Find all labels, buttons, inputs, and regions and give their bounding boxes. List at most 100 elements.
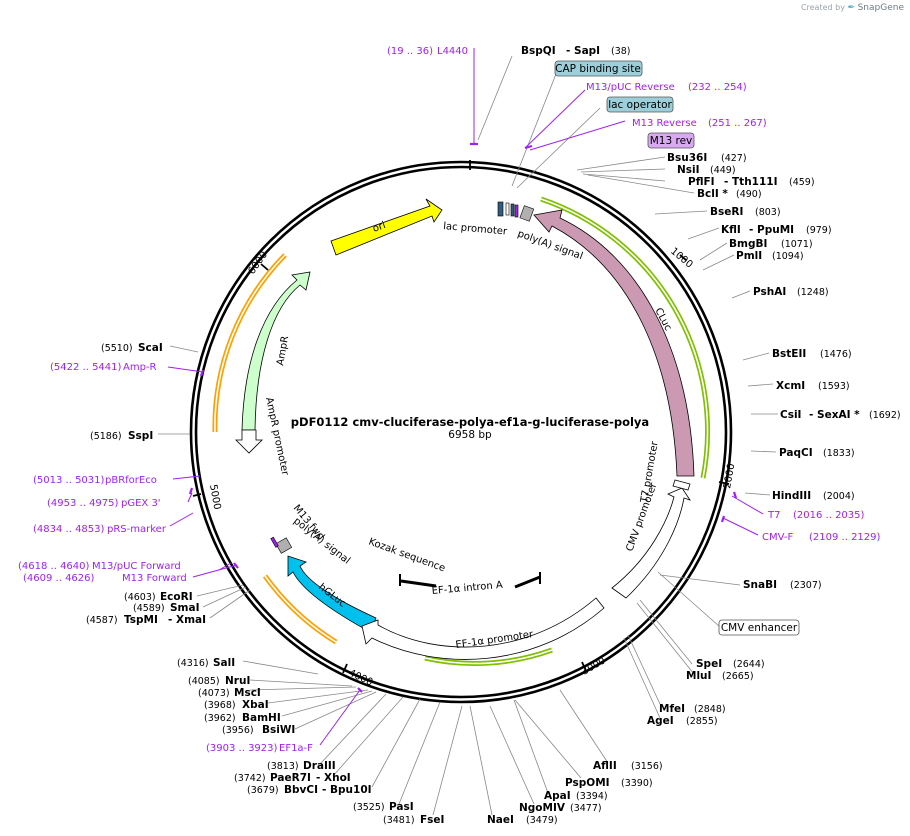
enzyme-bbvci: BbvCI [284,784,318,796]
ampr-label: AmpR [275,335,291,366]
enzyme-aflii: AflII [593,760,617,772]
plasmid-backbone [189,160,733,704]
enzyme-bsiwi: BsiWI [262,724,295,736]
enzyme-pos-naei: (3479) [526,815,558,826]
primer-labels: (19 .. 36) L4440 M13/pUC Reverse (232 ..… [18,46,881,754]
primer-name-m13puc-forward: M13/pUC Forward [92,561,181,572]
enzyme-pos-bspqi: (38) [611,46,631,57]
enzyme-labels: BspQI - SapI (38) Bsu36I (427) NsiI (449… [86,45,901,826]
enzyme-nsii: NsiI [677,164,700,176]
primer-markers [188,142,738,693]
enzyme-pos-aflii: (3156) [631,761,663,772]
enzyme-pos-paer7i: (3742) [234,773,266,784]
enzyme-xcmi: XcmI [776,380,805,392]
cmv-promoter-arrow [611,487,691,599]
primer-range-t7: (2016 .. 2035) [793,510,865,521]
enzyme-bsu36i: Bsu36I [667,152,707,164]
created-by-text: Created by [800,3,845,12]
primer-name-m13-reverse: M13 Reverse [632,118,697,129]
enzyme-tspmi: TspMI [124,614,158,626]
enzyme-bsteii: BstEII [772,348,806,360]
enzyme-msci: MscI [234,687,261,699]
feature-arrows [235,198,695,660]
primer-name-t7: T7 [767,510,780,521]
enzyme-pos-bseri: (803) [755,207,781,218]
enzyme-pos-draiii: (3813) [267,761,299,772]
ori-label: ori [371,220,387,235]
enzyme-bseri: BseRI [710,206,743,218]
enzyme-pos-smai: (4589) [133,603,165,614]
primer-range-prs-marker: (4834 .. 4853) [33,524,105,535]
enzyme-pos-sspi: (5186) [90,431,122,442]
enzyme-pmli: PmlI [736,250,762,262]
enzyme-pos-sali: (4316) [177,658,209,669]
plasmid-length: 6958 bp [448,429,492,441]
enzyme-mlui: MluI [686,670,711,682]
origin-small-features [270,201,535,554]
primer-name-amp-r: Amp-R [123,362,157,373]
primer-range-pbrforeco: (5013 .. 5031) [33,475,105,486]
snapgene-branding: Created by ✒ SnapGene [801,3,904,13]
enzyme-agei: AgeI [647,715,674,727]
enzyme-sspi: SspI [128,430,153,442]
lac-promoter-label: lac promoter [443,221,509,238]
primer-range-cmv-f: (2109 .. 2129) [809,532,881,543]
enzyme-pos-scai: (5510) [101,343,133,354]
enzyme-pos-pasi: (3525) [353,802,385,813]
primer-range-m13puc-forward: (4618 .. 4640) [18,561,90,572]
tick-label: 4000 [347,668,375,689]
primer-range-amp-r: (5422 .. 5441) [50,362,122,373]
enzyme-pos-snabi: (2307) [790,580,822,591]
ampr-promoter-arrow [235,429,263,454]
enzyme-pos-csii: (1692) [869,410,901,421]
enzyme-pos-bsu36i: (427) [721,153,747,164]
enzyme-pos-bmgbi: (1071) [781,239,813,250]
enzyme-xmai: - XmaI [168,614,206,626]
enzyme-draiii: DraIII [303,760,336,772]
primer-range-pgex3: (4953 .. 4975) [47,498,119,509]
enzyme-pos-agei: (2855) [686,716,718,727]
cluc-arrow [533,209,695,477]
tick-label: 5000 [207,484,222,511]
m13-rev-label: M13 rev [650,135,693,147]
enzyme-pos-ngomiv: (3477) [570,803,602,814]
enzyme-hindiii: HindIII [772,490,811,502]
cap-binding-site-label: CAP binding site [555,63,641,75]
primer-name-prs-marker: pRS-marker [107,524,167,535]
enzyme-ngomiv: NgoMIV [519,802,566,814]
enzyme-spei: SpeI [696,658,722,670]
snapgene-logo-icon: ✒ [847,3,856,13]
enzyme-bmgbi: BmgBI [729,238,767,250]
enzyme-pos-fsei: (3481) [383,815,415,826]
enzyme-pos-kfli: (979) [806,225,832,236]
enzyme-paer7i: PaeR7I [270,772,311,784]
leader-lines [158,55,778,816]
primer-range-l4440: (19 .. 36) [387,46,433,57]
enzyme-nrui: NruI [225,675,250,687]
enzyme-xbai: XbaI [242,699,269,711]
enzyme-snabi: SnaBI [743,579,777,591]
enzyme-bamhi: BamHI [242,712,281,724]
enzyme-pos-bbvci: (3679) [247,785,279,796]
enzyme-naei: NaeI [487,814,514,826]
enzyme-pos-paqci: (1833) [823,448,855,459]
t7-promoter-label: T7 promoter [639,440,661,505]
t7-promoter-arrow [672,479,691,491]
snapgene-text: SnapGene [857,3,904,13]
primer-name-pgex3: pGEX 3' [121,498,161,509]
enzyme-pos-xbai: (3968) [204,700,236,711]
enzyme-pos-bamhi: (3962) [204,713,236,724]
scale-ticks [192,160,730,674]
enzyme-smai: SmaI [170,602,200,614]
cmv-enhancer-label: CMV enhancer [721,622,798,634]
enzyme-sapi: - SapI [566,45,600,57]
enzyme-pos-bcli: (490) [736,189,762,200]
primer-leader-lines [167,48,764,746]
primer-name-m13-forward: M13 Forward [122,573,187,584]
enzyme-pos-ecori: (4603) [124,592,156,603]
enzyme-csii: CsiI [780,409,801,421]
primer-name-ef1a-f: EF1a-F [279,743,313,754]
intron-lines [399,572,541,589]
ampr-arrow [241,271,311,431]
